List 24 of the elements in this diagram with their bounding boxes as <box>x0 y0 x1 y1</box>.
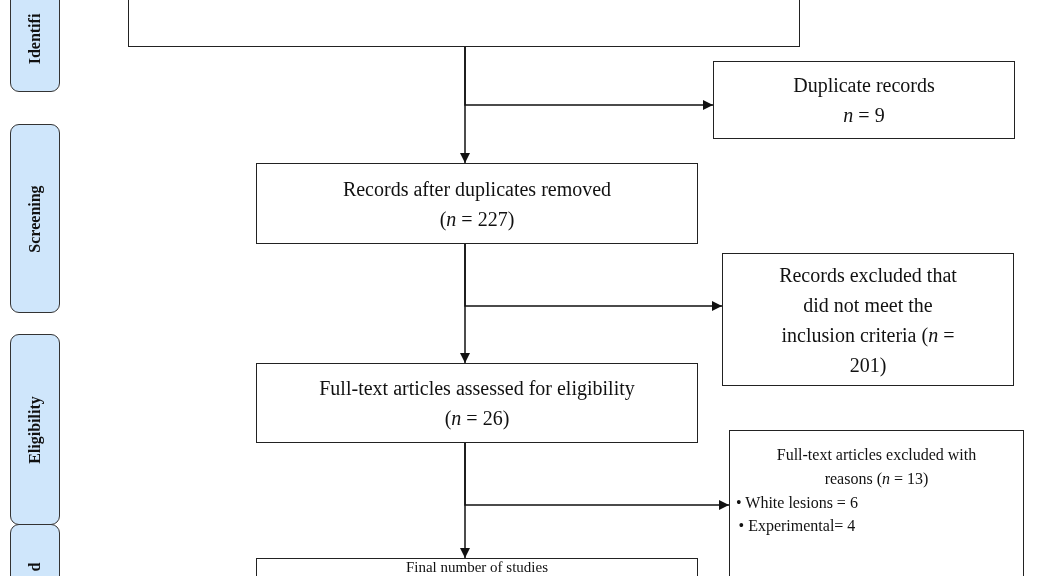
box-text: Records after duplicates removed (n = 227) <box>341 176 613 233</box>
box-text: Records excluded that did not meet the inclusion criteria (n = 201) <box>778 262 958 379</box>
stage-label: d <box>26 562 44 572</box>
arrow <box>464 442 730 510</box>
stage-label: Identifi <box>26 13 44 65</box>
arrow <box>464 243 723 311</box>
process-box <box>256 363 698 443</box>
process-box <box>713 61 1015 139</box>
stage-label: Screening <box>26 184 44 253</box>
process-box <box>729 430 1024 576</box>
process-box <box>722 253 1014 386</box>
stage-label-box <box>10 124 60 313</box>
process-box <box>256 163 698 244</box>
stage-label-box <box>10 334 60 525</box>
box-text: Final number of studies <box>405 559 549 576</box>
box-text: Duplicate records n = 9 <box>792 73 936 128</box>
box-text: Full-text articles assessed for eligibility (n = 26) <box>318 376 636 432</box>
list-item: • Experimental= 4 <box>737 516 857 537</box>
stage-label-box <box>10 524 60 576</box>
list-item: • White lesions = 6 <box>736 493 858 513</box>
box-text: Full-text articles excluded with reasons (n = 13) <box>775 445 978 490</box>
stage-label: Eligibility <box>26 395 44 464</box>
arrow <box>464 46 714 110</box>
stage-label-box <box>10 0 60 92</box>
